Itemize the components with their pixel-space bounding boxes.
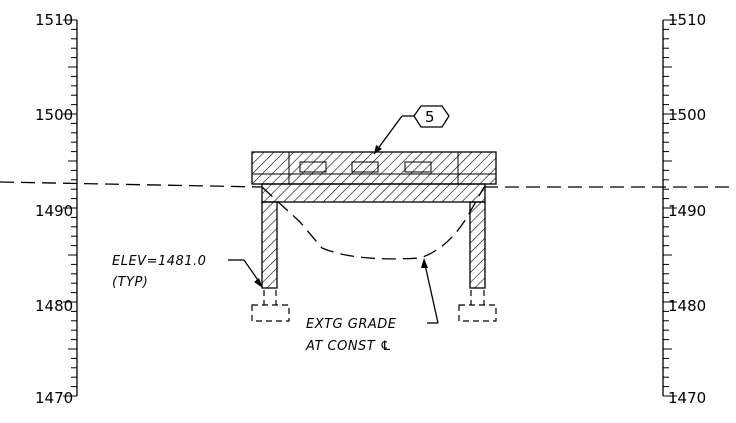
elev-note-line2: (TYP) bbox=[112, 275, 148, 290]
bridge-structure bbox=[251, 151, 497, 322]
right-scale-ticks bbox=[663, 19, 677, 397]
elev-note-arrowhead bbox=[254, 278, 263, 288]
deck-girders bbox=[252, 152, 496, 184]
left-label-1470: 1470 bbox=[35, 389, 73, 407]
callout-hexagon bbox=[413, 105, 450, 128]
left-column bbox=[261, 201, 278, 289]
grade-note-leader-diagonal bbox=[423, 259, 439, 324]
grade-note: EXTG GRADE AT CONST ℄ bbox=[305, 258, 439, 354]
callout-arrowhead bbox=[374, 145, 382, 154]
grade-note-arrowhead bbox=[421, 258, 428, 268]
elev-note: ELEV=1481.0 (TYP) bbox=[112, 254, 263, 290]
grade-note-line2: AT CONST ℄ bbox=[305, 339, 392, 354]
left-label-1500: 1500 bbox=[35, 106, 73, 124]
left-footing bbox=[251, 290, 290, 322]
right-label-1470: 1470 bbox=[668, 389, 706, 407]
right-label-1510: 1510 bbox=[668, 11, 706, 29]
elev-note-line1: ELEV=1481.0 bbox=[112, 254, 206, 269]
right-label-1480: 1480 bbox=[668, 297, 706, 315]
callout-5: 5 bbox=[373, 105, 450, 155]
right-label-1500: 1500 bbox=[668, 106, 706, 124]
left-label-1490: 1490 bbox=[35, 202, 73, 220]
grade-note-line1: EXTG GRADE bbox=[306, 317, 397, 332]
right-footing bbox=[458, 290, 497, 322]
right-elevation-scale: 1510 1500 1490 1480 1470 bbox=[662, 11, 706, 407]
left-scale-ticks bbox=[63, 19, 77, 397]
left-elevation-scale: 1510 1500 1490 1480 1470 bbox=[35, 11, 78, 407]
existing-grade-line bbox=[0, 181, 736, 260]
left-label-1480: 1480 bbox=[35, 297, 73, 315]
right-column bbox=[469, 201, 486, 289]
right-label-1490: 1490 bbox=[668, 202, 706, 220]
deck-slab bbox=[251, 151, 497, 185]
pier-cap bbox=[261, 183, 486, 203]
callout-number: 5 bbox=[425, 108, 435, 126]
left-label-1510: 1510 bbox=[35, 11, 73, 29]
